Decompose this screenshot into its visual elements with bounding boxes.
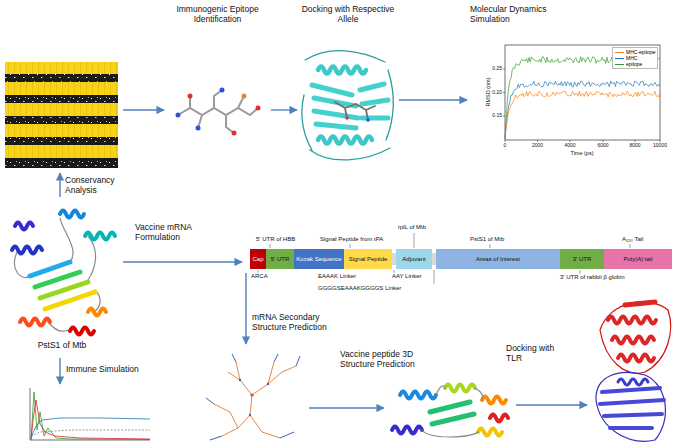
legend-line bbox=[615, 64, 624, 65]
mrna-secondary-structure bbox=[206, 354, 300, 440]
construct-segment: Kozak Sequence bbox=[294, 249, 344, 269]
vaccine-3d-structure bbox=[392, 385, 508, 438]
axis-label: 0.20 bbox=[492, 90, 502, 96]
axis-label: Time (ps) bbox=[570, 150, 593, 156]
construct-annotation: rplL of Mtb bbox=[398, 224, 426, 231]
protein-panel: PstS1 of Mtb bbox=[2, 198, 122, 357]
md-rmsd-plot bbox=[503, 45, 660, 142]
tlr-docking-structure bbox=[596, 302, 671, 441]
construct-annotation: A₁₂₀ Tail bbox=[622, 236, 643, 243]
step-label: Vaccine mRNA Formulation bbox=[135, 223, 207, 243]
legend-line bbox=[615, 58, 624, 59]
legend-text: MHC bbox=[626, 55, 637, 61]
axis-label: 4000 bbox=[564, 143, 575, 149]
legend-entry: epitope bbox=[615, 61, 655, 67]
axis-label: 0 bbox=[504, 143, 507, 149]
construct-annotation: GGGGSEAAAKGGGGS Linker bbox=[318, 285, 401, 292]
construct-annotation: ARCA bbox=[251, 273, 268, 280]
segment-label: Poly(A) tail bbox=[623, 256, 652, 263]
segment-label: Signal Peptide bbox=[349, 256, 388, 263]
axis-label: 0.15 bbox=[492, 113, 502, 119]
legend-line-sample bbox=[615, 62, 624, 67]
construct-segment: Cap bbox=[250, 249, 266, 269]
immune-simulation-plot bbox=[30, 388, 150, 440]
segment-label: 3' UTR bbox=[573, 256, 591, 263]
construct-segment: 3' UTR bbox=[560, 249, 604, 269]
axis-label: 8000 bbox=[629, 143, 640, 149]
flow-arrow bbox=[59, 358, 60, 384]
legend-text: epitope bbox=[626, 61, 642, 67]
construct-segment: 5' UTR bbox=[266, 249, 294, 269]
step-label: mRNA Secondary Structure Prediction bbox=[252, 313, 340, 333]
construct-annotation: AAY Linker bbox=[392, 273, 421, 280]
step-label: Immunogenic Epitope Identification bbox=[165, 5, 270, 25]
heatmap-panel: Conservancy Analysis bbox=[3, 60, 122, 172]
conservancy-heatmap bbox=[5, 62, 118, 168]
construct-segment: Adjuvant bbox=[396, 249, 432, 269]
segment-label: Kozak Sequence bbox=[296, 256, 341, 263]
legend-entry: MHC bbox=[615, 55, 655, 61]
flow-arrow bbox=[123, 261, 242, 262]
step-label: Conservancy Analysis bbox=[65, 176, 125, 196]
legend-entry: MHC-epitope bbox=[615, 49, 655, 55]
docking-panel: Docking with Respective Allele bbox=[298, 5, 398, 170]
legend-line bbox=[615, 52, 624, 53]
step-label: PstS1 of Mtb bbox=[2, 341, 122, 351]
epitope-molecule bbox=[176, 88, 261, 136]
flow-arrow bbox=[59, 173, 60, 197]
construct-segment: Areas of Interest bbox=[436, 249, 560, 269]
docking-panel: Docking with TLR bbox=[588, 292, 673, 444]
legend-line-sample bbox=[615, 56, 624, 61]
construct-backbone bbox=[250, 233, 672, 284]
mrna-construct: Vaccine mRNA FormulationCap5' UTRKozak S… bbox=[243, 205, 675, 272]
structure-panel: mRNA Secondary Structure Prediction bbox=[200, 345, 308, 442]
step-label: Vaccine peptide 3D Structure Prediction bbox=[340, 350, 435, 370]
construct-segment: Poly(A) tail bbox=[604, 249, 672, 269]
flow-arrow bbox=[309, 407, 384, 408]
plot-legend: MHC-epitopeMHCepitope bbox=[612, 47, 658, 69]
axis-label: 10000 bbox=[653, 143, 667, 149]
axis-label: 0.25 bbox=[492, 66, 502, 72]
axis-label: 6000 bbox=[597, 143, 608, 149]
segment-label: Cap bbox=[252, 256, 263, 263]
structure-panel: Vaccine peptide 3D Structure Prediction bbox=[385, 378, 515, 442]
pst-s1-structure bbox=[12, 211, 115, 335]
legend-line-sample bbox=[615, 50, 624, 55]
epitope-panel: Immunogenic Epitope Identification bbox=[165, 5, 270, 140]
flow-arrow bbox=[245, 273, 246, 344]
construct-annotation: PstS1 of Mtb bbox=[470, 236, 504, 243]
construct-annotation: Signal Peptide from tPA bbox=[320, 236, 383, 243]
construct-segment: Signal Peptide bbox=[344, 249, 392, 269]
flow-arrow bbox=[516, 404, 587, 405]
axis-label: 2000 bbox=[532, 143, 543, 149]
md-panel: Molecular Dynamics Simulation bbox=[468, 5, 675, 157]
allele-docking-structure bbox=[302, 51, 393, 160]
segment-label: 5' UTR bbox=[271, 256, 289, 263]
construct-annotation: EAAAK Linker bbox=[318, 273, 356, 280]
flow-arrow bbox=[123, 109, 164, 110]
segment-label: Adjuvant bbox=[402, 256, 425, 263]
flow-arrow bbox=[271, 109, 297, 110]
step-label: Immune Simulation bbox=[66, 365, 156, 375]
step-label: Molecular Dynamics Simulation bbox=[470, 5, 562, 25]
step-label: Docking with TLR bbox=[506, 344, 568, 364]
plot-panel: Immune Simulation bbox=[18, 385, 158, 443]
construct-annotation: 5' UTR of HBB bbox=[256, 236, 295, 243]
flow-arrow bbox=[399, 99, 467, 100]
axis-label: RMSD (nm) bbox=[485, 77, 491, 106]
legend-text: MHC-epitope bbox=[626, 49, 655, 55]
construct-annotation: 3' UTR of rabbit β globin bbox=[560, 274, 625, 281]
step-label: Docking with Respective Allele bbox=[298, 5, 398, 25]
segment-label: Areas of Interest bbox=[476, 256, 520, 263]
